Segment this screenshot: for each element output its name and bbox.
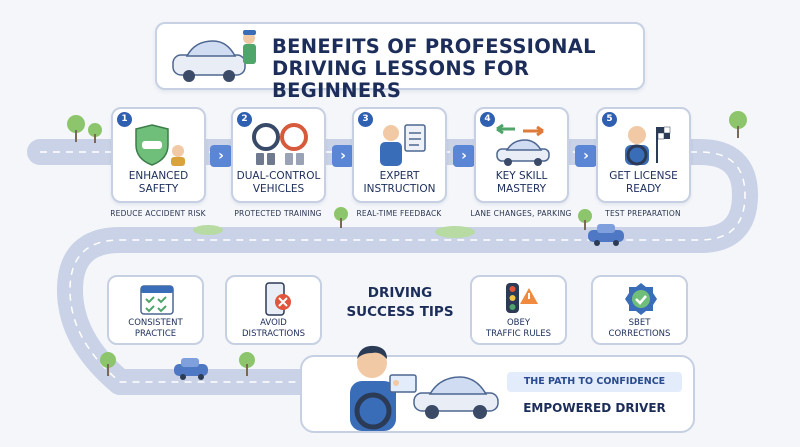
step-label: GET LICENSE READY xyxy=(609,170,678,195)
step-caption: REDUCE ACCIDENT RISK xyxy=(110,209,206,218)
step-caption: REAL-TIME FEEDBACK xyxy=(356,209,442,218)
outcome-title: EMPOWERED DRIVER xyxy=(523,401,666,415)
tip-card-corrections: SBET CORRECTIONS xyxy=(591,275,688,345)
happy-driver-icon xyxy=(350,345,417,431)
tip-card-avoid-distractions: AVOID DISTRACTIONS xyxy=(225,275,322,345)
car-instructor-icon xyxy=(172,30,256,82)
tip-card-obey-traffic-rules: OBEY TRAFFIC RULES xyxy=(470,275,567,345)
driver-checkered-flag-icon xyxy=(625,126,671,166)
step-caption: LANE CHANGES, PARKING xyxy=(470,209,572,218)
page-title: BENEFITS OF PROFESSIONAL DRIVING LESSONS… xyxy=(272,36,642,102)
tip-label: AVOID DISTRACTIONS xyxy=(242,318,305,339)
traffic-light-icon xyxy=(506,283,538,313)
step-label: ENHANCED SAFETY xyxy=(128,170,189,195)
car-lane-arrows-icon xyxy=(496,123,550,166)
step-card-dual-control: 2 DUAL-CONTROL VEHICLES xyxy=(231,107,326,203)
step-card-license-ready: 5 GET LICENSE READY xyxy=(596,107,691,203)
tip-label: SBET CORRECTIONS xyxy=(608,318,671,339)
tree-icon xyxy=(67,111,747,376)
step-card-enhanced-safety: 1 ENHANCED SAFETY xyxy=(111,107,206,203)
instructor-clipboard-icon xyxy=(380,124,426,166)
shield-car-icon xyxy=(135,124,185,166)
check-badge-icon xyxy=(625,283,657,315)
step-number: 4 xyxy=(480,112,495,127)
title-line-1: BENEFITS OF PROFESSIONAL xyxy=(272,35,596,58)
step-label: DUAL-CONTROL VEHICLES xyxy=(236,170,321,195)
step-label: EXPERT INSTRUCTION xyxy=(363,170,436,195)
title-panel: BENEFITS OF PROFESSIONAL DRIVING LESSONS… xyxy=(155,22,645,102)
outcome-panel: THE PATH TO CONFIDENCE EMPOWERED DRIVER xyxy=(300,345,695,433)
step-label: KEY SKILL MASTERY xyxy=(495,170,548,195)
road-car-icon xyxy=(174,358,208,380)
calendar-check-icon xyxy=(140,285,174,315)
road-car-icon xyxy=(588,224,624,246)
step-number: 3 xyxy=(358,112,373,127)
sedan-car-icon xyxy=(413,376,499,419)
step-number: 2 xyxy=(237,112,252,127)
dual-steering-wheel-icon xyxy=(252,123,308,165)
title-line-2: DRIVING LESSONS FOR BEGINNERS xyxy=(272,57,530,102)
chevron-right-icon: › xyxy=(210,145,232,167)
tip-label: OBEY TRAFFIC RULES xyxy=(485,318,552,339)
step-caption: PROTECTED TRAINING xyxy=(234,209,322,218)
tip-label: CONSISTENT PRACTICE xyxy=(128,318,183,339)
step-number: 5 xyxy=(602,112,617,127)
chevron-right-icon: › xyxy=(575,145,597,167)
confidence-banner: THE PATH TO CONFIDENCE xyxy=(507,372,682,392)
phone-blocked-icon xyxy=(265,282,291,316)
step-card-key-skill: 4 KEY SKILL MASTERY xyxy=(474,107,569,203)
step-number: 1 xyxy=(117,112,132,127)
tips-heading: DRIVING SUCCESS TIPS xyxy=(346,285,454,320)
chevron-right-icon: › xyxy=(453,145,475,167)
step-card-expert-instruction: 3 EXPERT INSTRUCTION xyxy=(352,107,447,203)
chevron-right-icon: › xyxy=(332,145,354,167)
step-caption: TEST PREPARATION xyxy=(605,209,681,218)
tip-card-consistent-practice: CONSISTENT PRACTICE xyxy=(107,275,204,345)
